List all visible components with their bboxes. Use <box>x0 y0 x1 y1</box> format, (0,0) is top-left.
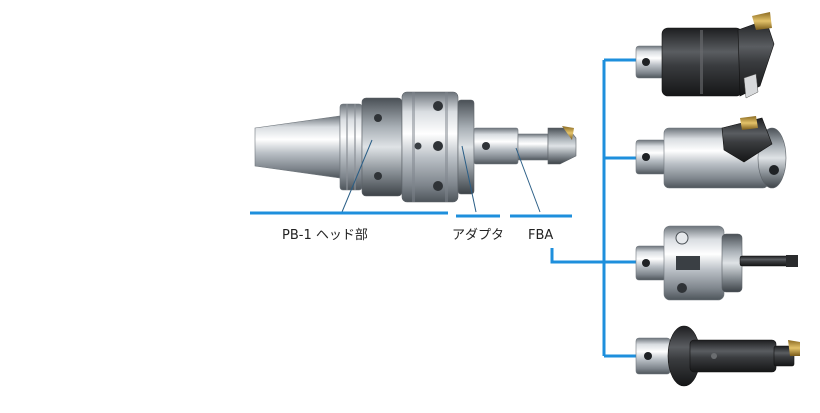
small-dia-boring-head-icon <box>635 225 798 301</box>
adapter-label: アダプタ <box>452 228 505 243</box>
head-label: PB-1 ヘッド部 <box>282 228 368 243</box>
head-ring <box>457 99 475 195</box>
taper-shank <box>254 115 341 179</box>
leader-line-head <box>341 139 373 213</box>
fba-bar <box>517 133 549 161</box>
boring-bar-assembly-icon <box>254 91 577 203</box>
variant-connector <box>550 248 604 264</box>
head-body-main <box>401 91 459 203</box>
fba-label: FBA <box>528 228 554 243</box>
head-body-rear <box>361 97 403 197</box>
cutting-insert <box>562 126 574 140</box>
boring-bar-holder-icon <box>635 325 800 387</box>
fine-boring-head-icon <box>635 116 787 189</box>
leader-line-adapter <box>461 145 477 213</box>
flange <box>339 103 363 191</box>
adapter-body <box>473 127 519 165</box>
leader-line-fba <box>515 147 541 213</box>
indexable-boring-head-icon <box>635 12 775 99</box>
